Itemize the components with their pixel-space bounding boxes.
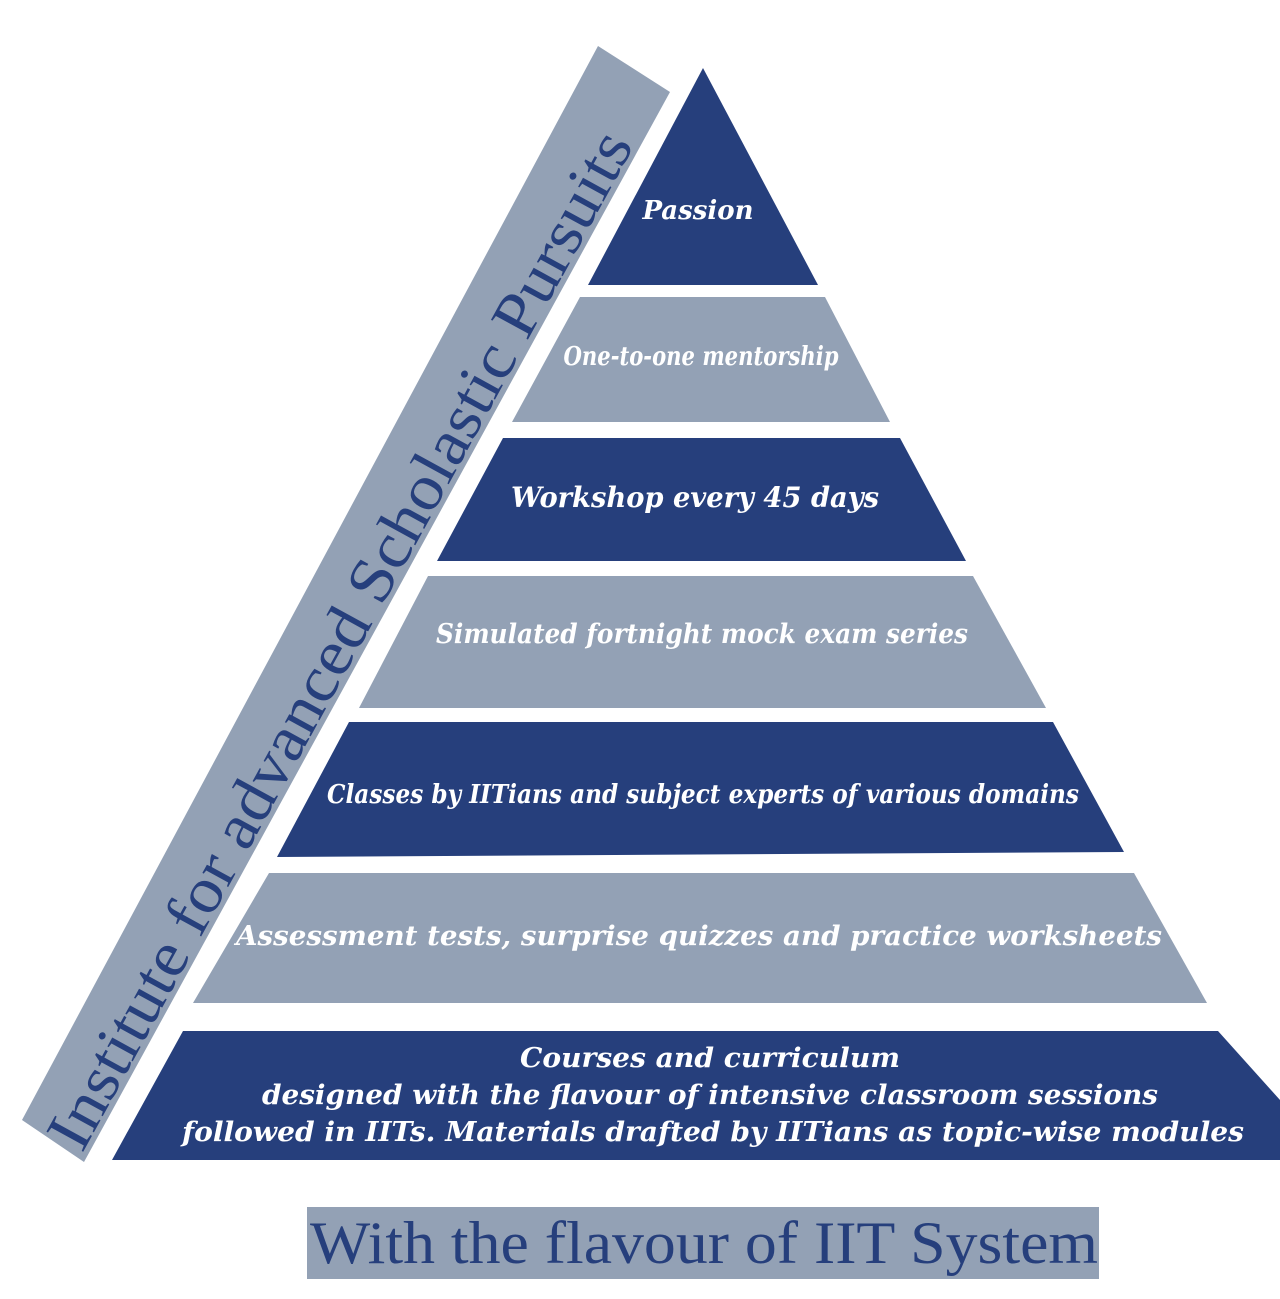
tier-1-shape bbox=[588, 68, 818, 285]
tier-2-shape bbox=[512, 297, 890, 422]
tier-7-line-1: Courses and curriculum bbox=[520, 1043, 900, 1074]
tier-3-label: Workshop every 45 days bbox=[511, 481, 879, 514]
pyramid: Passion One-to-one mentorship Workshop e… bbox=[112, 68, 1280, 1160]
tier-1-label: Passion bbox=[641, 196, 753, 226]
footer-text: With the flavour of IIT System bbox=[310, 1210, 1098, 1276]
tier-6-label: Assessment tests, surprise quizzes and p… bbox=[233, 921, 1162, 952]
side-banner-bar bbox=[22, 46, 670, 1162]
footer-background bbox=[307, 1207, 1099, 1279]
footer: With the flavour of IIT System bbox=[307, 1207, 1099, 1279]
tier-4-label: Simulated fortnight mock exam series bbox=[436, 619, 968, 650]
tier-7-line-3: followed in IITs. Materials drafted by I… bbox=[180, 1117, 1244, 1148]
tier-5-label: Classes by IITians and subject experts o… bbox=[327, 780, 1079, 810]
tier-2-label: One-to-one mentorship bbox=[564, 342, 839, 372]
tier-7-line-2: designed with the flavour of intensive c… bbox=[262, 1080, 1158, 1111]
tier-7-shape bbox=[112, 1031, 1280, 1160]
tier-3-shape bbox=[437, 438, 966, 561]
tier-5-shape bbox=[277, 722, 1124, 857]
tier-4-shape bbox=[359, 576, 1046, 708]
tier-6-shape bbox=[193, 873, 1207, 1003]
